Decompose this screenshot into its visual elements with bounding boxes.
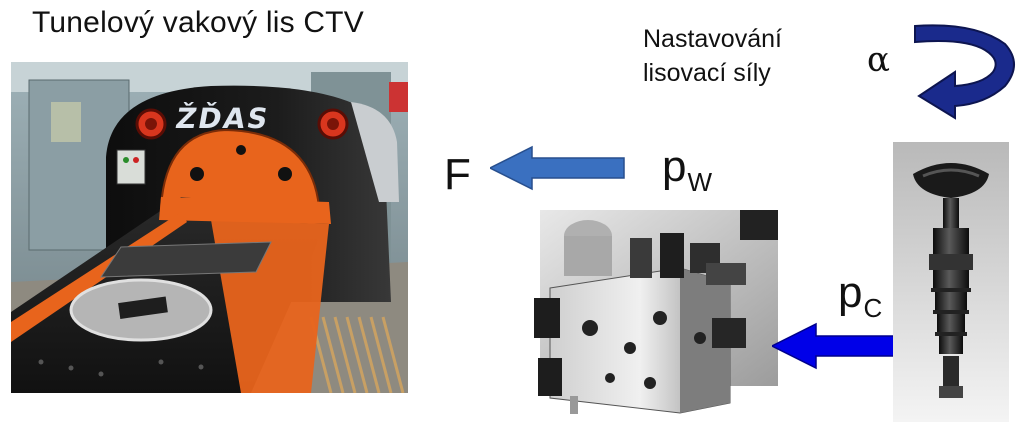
force-arrow-icon [490,145,626,191]
rotation-arrow-icon [905,14,1023,124]
machine-title: Tunelový vakový lis CTV [32,6,364,39]
press-photo: ŽĎAS [11,62,408,393]
brand-plate: ŽĎAS [173,102,273,135]
pressure-c-label: pC [838,268,882,323]
pressure-w-sub: W [687,167,713,197]
pressure-w-base: p [662,142,687,191]
adjust-label-line1: Nastavování [643,25,782,53]
angle-symbol: α [867,40,890,80]
force-symbol: F [444,150,471,199]
adjust-force-label: Nastavování lisovací síly [643,22,782,90]
pressure-c-sub: C [863,293,883,323]
valve-block-photo [530,208,780,416]
relief-valve-photo [893,142,1009,422]
pressure-w-label: pW [662,142,712,197]
adjust-label-line2: lisovací síly [643,59,771,87]
pressure-c-base: p [838,268,863,317]
